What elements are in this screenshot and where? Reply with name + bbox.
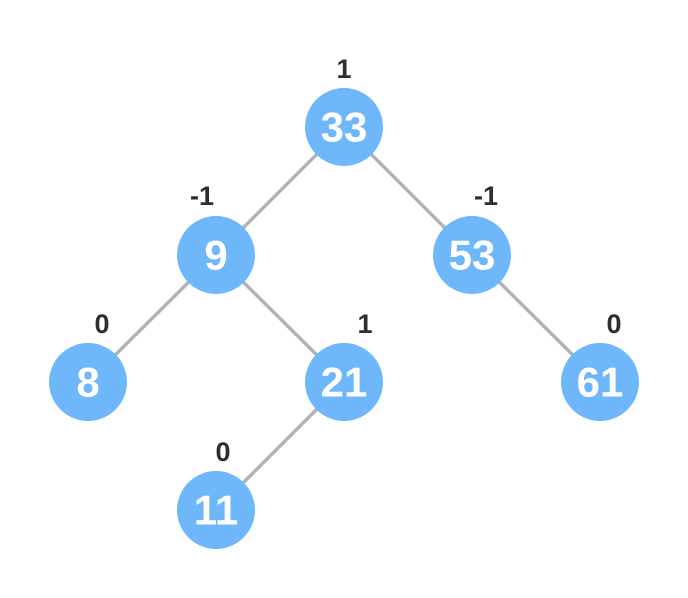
tree-edges (86, 125, 602, 512)
node-value: 33 (321, 104, 368, 151)
node-circle (305, 88, 383, 166)
tree-node-8: 8 0 (49, 309, 127, 421)
balance-factor: 1 (336, 54, 351, 84)
node-circle (177, 471, 255, 549)
node-circle (433, 216, 511, 294)
node-circle (561, 343, 639, 421)
node-circle (49, 343, 127, 421)
balance-factor: 1 (357, 309, 372, 339)
node-circle (177, 216, 255, 294)
node-circle (305, 343, 383, 421)
tree-node-9: 9 -1 (177, 181, 255, 294)
balance-factor: -1 (190, 181, 214, 211)
node-value: 11 (194, 487, 238, 534)
node-value: 8 (76, 359, 99, 406)
balance-factor: -1 (474, 181, 498, 211)
balance-factor: 0 (94, 309, 109, 339)
node-value: 61 (577, 359, 624, 406)
node-value: 9 (204, 232, 227, 279)
tree-node-61: 61 0 (561, 309, 639, 421)
node-value: 53 (449, 232, 496, 279)
node-value: 21 (321, 359, 368, 406)
balance-factor: 0 (215, 437, 230, 467)
tree-node-33: 33 1 (305, 54, 383, 166)
tree-node-11: 11 0 (177, 437, 255, 549)
tree-node-21: 21 1 (305, 309, 383, 421)
balance-factor: 0 (606, 309, 621, 339)
tree-node-53: 53 -1 (433, 181, 511, 294)
